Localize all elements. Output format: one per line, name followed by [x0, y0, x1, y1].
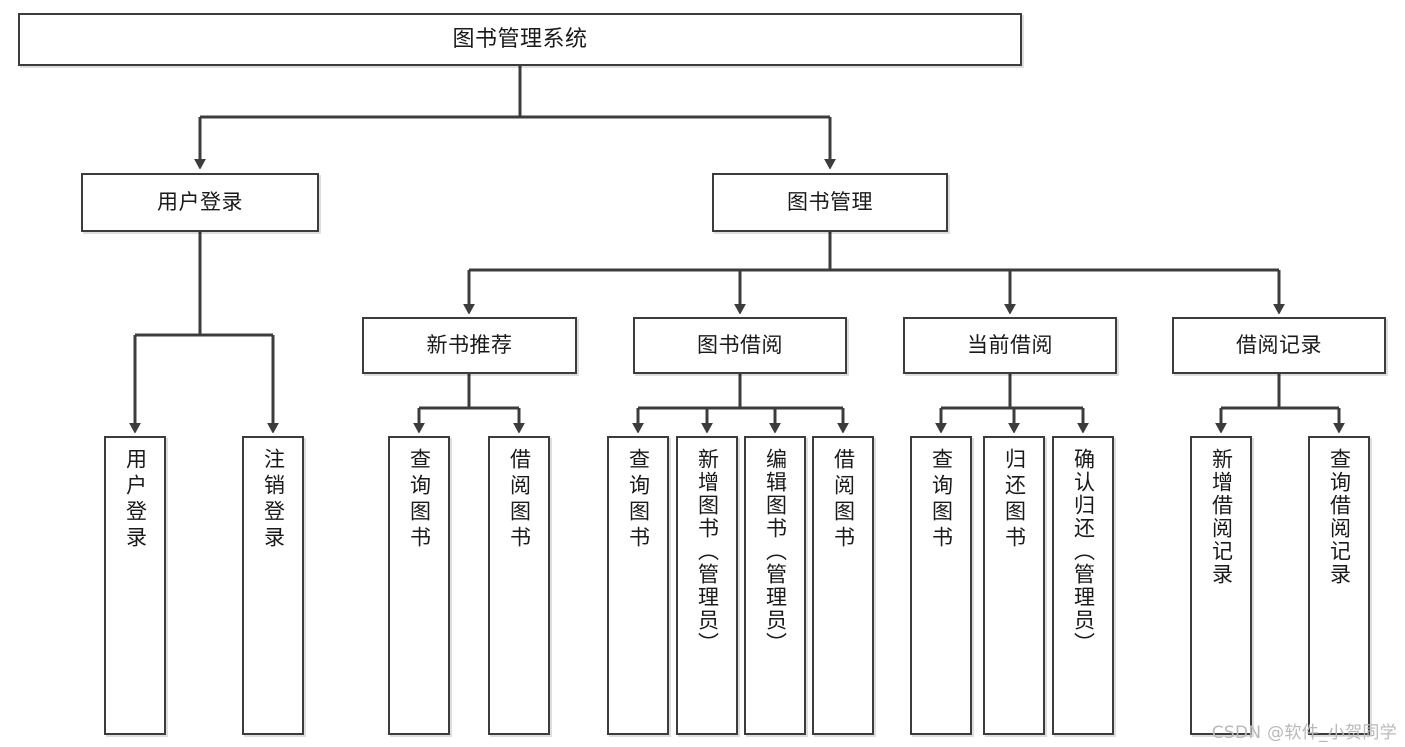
node-book-manage[interactable]: 图书管理	[712, 173, 948, 232]
node-user-login[interactable]: 用户登录	[81, 173, 319, 232]
node-leaf-borrow-book-1-label: 借阅图书	[507, 448, 532, 552]
node-leaf-user-login-label: 用户登录	[123, 448, 148, 552]
node-leaf-edit-book[interactable]: 编辑图书（管理员）	[744, 436, 806, 735]
node-leaf-borrow-book-2[interactable]: 借阅图书	[812, 436, 874, 735]
node-leaf-edit-book-label: 编辑图书（管理员）	[763, 448, 788, 655]
node-leaf-return-book[interactable]: 归还图书	[983, 436, 1045, 735]
node-book-borrow[interactable]: 图书借阅	[633, 317, 847, 374]
node-leaf-query-book-2[interactable]: 查询图书	[607, 436, 669, 735]
node-leaf-add-book[interactable]: 新增图书（管理员）	[676, 436, 738, 735]
node-leaf-confirm-return-label: 确认归还（管理员）	[1071, 448, 1096, 655]
node-leaf-logout-label: 注销登录	[261, 448, 286, 552]
node-book-manage-label: 图书管理	[787, 190, 873, 215]
node-root-label: 图书管理系统	[452, 26, 588, 52]
node-leaf-add-record-label: 新增借阅记录	[1209, 448, 1234, 586]
node-current-borrow-label: 当前借阅	[967, 333, 1053, 358]
node-borrow-record-label: 借阅记录	[1236, 333, 1322, 358]
node-leaf-return-book-label: 归还图书	[1002, 448, 1027, 552]
node-leaf-query-book-1-label: 查询图书	[407, 448, 432, 552]
node-book-borrow-label: 图书借阅	[697, 333, 783, 358]
node-leaf-add-record[interactable]: 新增借阅记录	[1190, 436, 1252, 735]
node-new-book-rec-label: 新书推荐	[426, 333, 513, 358]
node-user-login-label: 用户登录	[157, 190, 243, 215]
node-borrow-record[interactable]: 借阅记录	[1172, 317, 1386, 374]
node-leaf-user-login[interactable]: 用户登录	[104, 436, 166, 735]
watermark-text: CSDN @软件_小贺同学	[1211, 723, 1397, 743]
node-leaf-confirm-return[interactable]: 确认归还（管理员）	[1052, 436, 1114, 735]
node-current-borrow[interactable]: 当前借阅	[903, 317, 1117, 374]
node-root[interactable]: 图书管理系统	[18, 13, 1022, 66]
node-leaf-query-book-1[interactable]: 查询图书	[388, 436, 450, 735]
node-leaf-borrow-book-2-label: 借阅图书	[831, 448, 856, 552]
node-leaf-query-record[interactable]: 查询借阅记录	[1308, 436, 1370, 735]
node-leaf-add-book-label: 新增图书（管理员）	[695, 448, 720, 655]
node-leaf-borrow-book-1[interactable]: 借阅图书	[488, 436, 550, 735]
node-leaf-query-book-3[interactable]: 查询图书	[910, 436, 972, 735]
node-new-book-rec[interactable]: 新书推荐	[362, 317, 577, 374]
node-leaf-query-record-label: 查询借阅记录	[1327, 448, 1352, 586]
node-leaf-logout[interactable]: 注销登录	[242, 436, 304, 735]
node-leaf-query-book-2-label: 查询图书	[626, 448, 651, 552]
node-leaf-query-book-3-label: 查询图书	[929, 448, 954, 552]
